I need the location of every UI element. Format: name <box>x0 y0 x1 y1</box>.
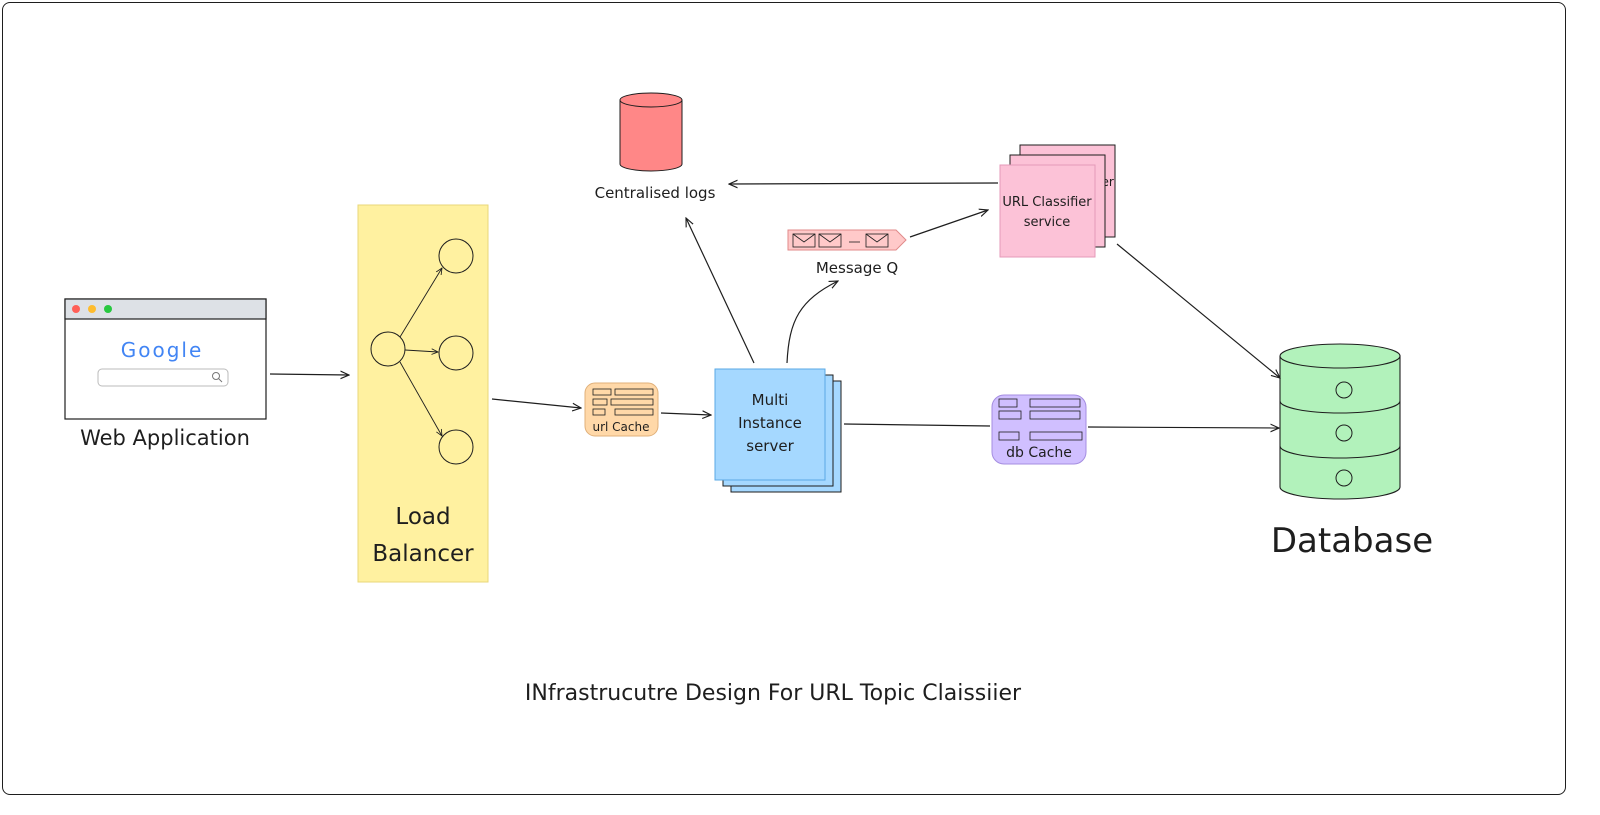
db-cache-box <box>991 394 1087 465</box>
arrow-server-to-message-queue <box>786 281 838 364</box>
lb-fanout-arrow <box>399 268 442 338</box>
arrow-url-cache-to-server <box>660 413 711 415</box>
browser-titlebar <box>64 298 267 320</box>
lb-output-node-icon <box>438 238 474 274</box>
arrow-classifier-to-logs <box>729 183 999 184</box>
arrow-classifier-to-database <box>1116 243 1280 378</box>
load-balancer-label-line1: Load <box>395 504 450 530</box>
message-queue-label: Message Q <box>816 259 898 277</box>
message-queue-node: Message Q <box>787 229 907 277</box>
cache-entry-icon <box>998 431 1020 441</box>
lb-fanout-arrow <box>404 350 438 352</box>
envelope-icon <box>865 233 889 248</box>
centralised-logs-node: Centralised logs <box>595 92 716 202</box>
web-application-node: Google Web Application <box>64 298 267 450</box>
cache-entry-icon <box>610 398 654 406</box>
close-dot-icon <box>72 305 80 313</box>
message-queue-box <box>787 229 907 251</box>
lb-input-node-icon <box>370 331 406 367</box>
arrow-lb-to-url-cache <box>491 398 581 408</box>
arrow-web-to-lb <box>269 374 349 375</box>
maximize-dot-icon <box>104 305 112 313</box>
arrow-server-to-logs <box>686 218 755 364</box>
server-label-line3: server <box>746 437 794 455</box>
cache-entry-icon <box>592 408 606 416</box>
classifier-instance-box <box>999 164 1096 258</box>
cache-entry-icon <box>998 410 1022 420</box>
load-balancer-box <box>357 204 489 583</box>
cache-entry-icon <box>614 408 654 416</box>
db-cache-label: db Cache <box>1006 445 1072 461</box>
url-cache-label: url Cache <box>592 420 649 434</box>
cache-entry-icon <box>1029 431 1083 441</box>
url-classifier-node: ier URL Classifier service <box>999 144 1116 258</box>
load-balancer-node: Load Balancer <box>357 204 489 583</box>
cache-entry-icon <box>592 398 608 406</box>
server-instance-box <box>714 368 826 481</box>
database-node: Database <box>1271 343 1433 561</box>
classifier-label-line2: service <box>1024 215 1071 230</box>
database-label: Database <box>1271 521 1433 561</box>
lb-output-node-icon <box>438 335 474 371</box>
database-indicator-icon <box>1335 381 1353 399</box>
db-cache-node: db Cache <box>991 394 1087 465</box>
arrow-queue-to-classifier <box>909 210 988 238</box>
connectors <box>269 183 1280 428</box>
diagram-title: INfrastrucutre Design For URL Topic Clai… <box>525 681 1022 706</box>
lb-fanout-arrow <box>399 361 442 436</box>
classifier-label-line1: URL Classifier <box>1002 195 1092 210</box>
line-server-to-db-cache <box>843 423 991 427</box>
lb-output-node-icon <box>438 429 474 465</box>
server-label-line1: Multi <box>752 391 789 409</box>
load-balancer-label-line2: Balancer <box>372 541 474 567</box>
cache-entry-icon <box>592 388 612 396</box>
minimize-dot-icon <box>88 305 96 313</box>
envelope-icon <box>792 233 816 248</box>
database-cylinder-icon <box>1279 356 1401 500</box>
database-segment-line <box>1279 445 1401 459</box>
database-indicator-icon <box>1335 469 1353 487</box>
database-cylinder-top <box>1279 343 1401 369</box>
search-icon <box>212 372 223 383</box>
url-cache-node: url Cache <box>584 382 659 437</box>
url-cache-box <box>584 382 659 437</box>
arrow-db-cache-to-database <box>1087 427 1279 428</box>
cache-entry-icon <box>998 398 1018 408</box>
google-logo-text: Google <box>121 338 204 362</box>
server-node: Multi Instance server <box>714 368 842 493</box>
cache-entry-icon <box>614 388 654 396</box>
centralised-logs-label: Centralised logs <box>595 184 716 202</box>
server-label-line2: Instance <box>738 414 802 432</box>
cache-entry-icon <box>1029 410 1081 420</box>
logs-cylinder-top <box>619 92 683 108</box>
envelope-icon <box>818 233 842 248</box>
search-box <box>97 368 229 387</box>
database-indicator-icon <box>1335 424 1353 442</box>
cache-entry-icon <box>1029 398 1081 408</box>
logs-cylinder-icon <box>619 100 683 172</box>
database-segment-line <box>1279 400 1401 414</box>
web-application-label: Web Application <box>80 426 250 450</box>
